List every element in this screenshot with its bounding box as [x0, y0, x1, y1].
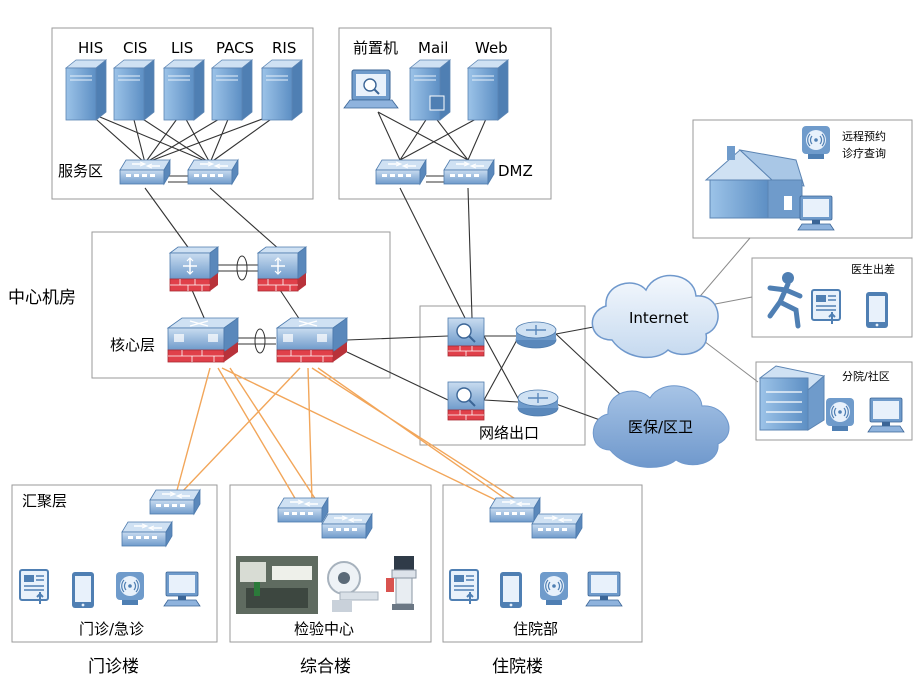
outpatient-building-label: 门诊楼	[88, 657, 139, 677]
inpatient-building-label: 住院楼	[492, 657, 543, 677]
aggregation-switch-icon	[277, 497, 329, 523]
firewall-core-links	[191, 289, 301, 321]
insurance-label: 医保/区卫	[628, 418, 693, 436]
server-label-pacs: PACS	[216, 39, 254, 57]
egress-label: 网络出口	[479, 424, 539, 442]
aggregation-switch-icon	[531, 513, 583, 539]
dmz-mesh-links	[377, 111, 490, 183]
running-person-icon	[767, 272, 803, 329]
branch-label: 分院/社区	[842, 369, 890, 383]
pacs-server-icon	[211, 59, 253, 121]
aggregation-label: 汇聚层	[22, 492, 67, 510]
dmz-label-front: 前置机	[353, 39, 398, 57]
dmz-egress-links	[399, 187, 473, 319]
cis-server-icon	[113, 59, 155, 121]
dmz-switch-icon	[375, 159, 427, 185]
egress-zone-box	[419, 305, 586, 446]
pc-icon	[867, 397, 905, 433]
core-zone-box	[91, 231, 391, 379]
dmz-label-mail: Mail	[418, 39, 448, 57]
remote-booking-label: 远程预约	[842, 130, 886, 143]
inpatient-zone-label: 住院部	[513, 620, 558, 638]
lab-zone-label: 检验中心	[294, 620, 354, 638]
aggregation-switch-icon	[489, 497, 541, 523]
inpatient-zone-box	[442, 484, 643, 643]
link-aggregation-ring	[254, 328, 266, 354]
core-switch-icon	[167, 317, 239, 363]
mail-envelope-icon	[429, 95, 445, 111]
tablet-icon	[866, 292, 888, 328]
core-switch-icon	[276, 317, 348, 363]
ris-server-icon	[261, 59, 303, 121]
pc-icon	[797, 195, 835, 231]
server-label-lis: LIS	[171, 39, 193, 57]
complex-building-label: 综合楼	[300, 657, 351, 677]
dmz-label-web: Web	[475, 39, 508, 57]
hospital-building-icon	[758, 365, 826, 431]
server-label-ris: RIS	[272, 39, 296, 57]
aggregation-switch-icon	[121, 521, 173, 547]
egress-internal-links	[483, 335, 521, 403]
treatment-query-label: 诊疗查询	[842, 146, 886, 160]
insurance-cloud-icon	[592, 385, 730, 468]
front-server-icon	[343, 69, 399, 109]
server-label-cis: CIS	[123, 39, 147, 57]
house-icon	[704, 146, 805, 219]
tablet-icon	[72, 572, 94, 608]
terminal-icon	[19, 569, 49, 605]
outpatient-zone-label: 门诊/急诊	[79, 620, 144, 638]
router-icon	[517, 389, 559, 417]
service-switch-icon	[187, 159, 239, 185]
core-pair-link	[238, 337, 276, 345]
firewall-icon	[257, 246, 307, 292]
internet-label: Internet	[629, 309, 689, 327]
ids-appliance-icon	[447, 317, 485, 357]
service-mesh-links	[87, 111, 282, 183]
service-switch-icon	[119, 159, 171, 185]
service-zone-label: 服务区	[58, 162, 103, 180]
aggregation-switch-icon	[149, 489, 201, 515]
ultrasound-machine-icon	[386, 556, 417, 610]
fiber-links	[175, 367, 521, 503]
dmz-zone-label: DMZ	[498, 162, 533, 180]
core-layer-label: 核心层	[110, 336, 155, 354]
ids-appliance-icon	[447, 381, 485, 421]
doctor-travel-label: 医生出差	[851, 262, 895, 276]
pc-icon	[163, 571, 201, 607]
server-label-his: HIS	[78, 39, 103, 57]
terminal-icon	[811, 289, 841, 325]
router-icon	[515, 321, 557, 349]
lis-server-icon	[163, 59, 205, 121]
firewall-icon	[169, 246, 219, 292]
ct-scanner-icon	[327, 561, 379, 612]
internet-cloud-icon	[591, 274, 719, 359]
web-server-icon	[467, 59, 509, 121]
aggregation-switch-icon	[321, 513, 373, 539]
datacenter-label: 中心机房	[8, 288, 76, 308]
service-uplinks	[144, 187, 281, 251]
his-server-icon	[65, 59, 107, 121]
lab-photo-icon	[236, 556, 318, 614]
mail-server-icon	[409, 59, 451, 121]
terminal-icon	[449, 569, 479, 605]
tablet-icon	[500, 572, 522, 608]
pc-icon	[585, 571, 623, 607]
dmz-switch-icon	[443, 159, 495, 185]
core-egress-links	[346, 335, 449, 401]
link-aggregation-ring	[236, 255, 248, 281]
